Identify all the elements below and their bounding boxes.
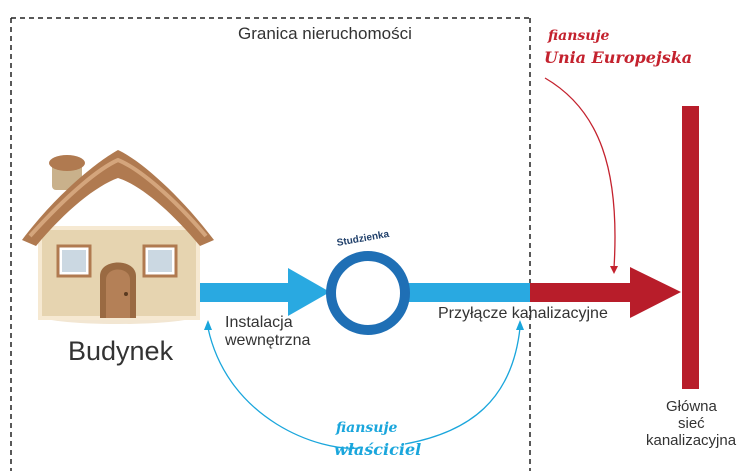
property-boundary xyxy=(10,17,531,471)
house-icon xyxy=(22,150,214,324)
owner-funding-line1: fiansuje xyxy=(336,420,398,436)
internal-install-line1: Instalacja xyxy=(225,314,293,331)
connection-label: Przyłącze kanalizacyjne xyxy=(438,305,608,322)
main-sewer-bar xyxy=(682,106,699,389)
internal-pipe xyxy=(198,268,330,316)
connection-pipe xyxy=(407,283,532,302)
internal-install-line2: wewnętrzna xyxy=(225,332,311,349)
main-sewer-line3: kanalizacyjna xyxy=(646,432,737,449)
eu-funding-line1: fiansuje xyxy=(548,28,610,44)
well-ring xyxy=(326,251,410,335)
boundary-label: Granica nieruchomości xyxy=(238,24,412,43)
owner-funding-line2: właściciel xyxy=(334,440,422,459)
owner-funding-arrow xyxy=(204,320,524,449)
eu-funding-line2: Unia Europejska xyxy=(544,48,693,67)
main-sewer-line1: Główna xyxy=(666,398,717,415)
main-sewer-line2: sieć xyxy=(678,415,705,432)
building-label: Budynek xyxy=(68,336,174,366)
eu-funding-arrow xyxy=(544,77,618,274)
public-pipe xyxy=(530,267,681,318)
